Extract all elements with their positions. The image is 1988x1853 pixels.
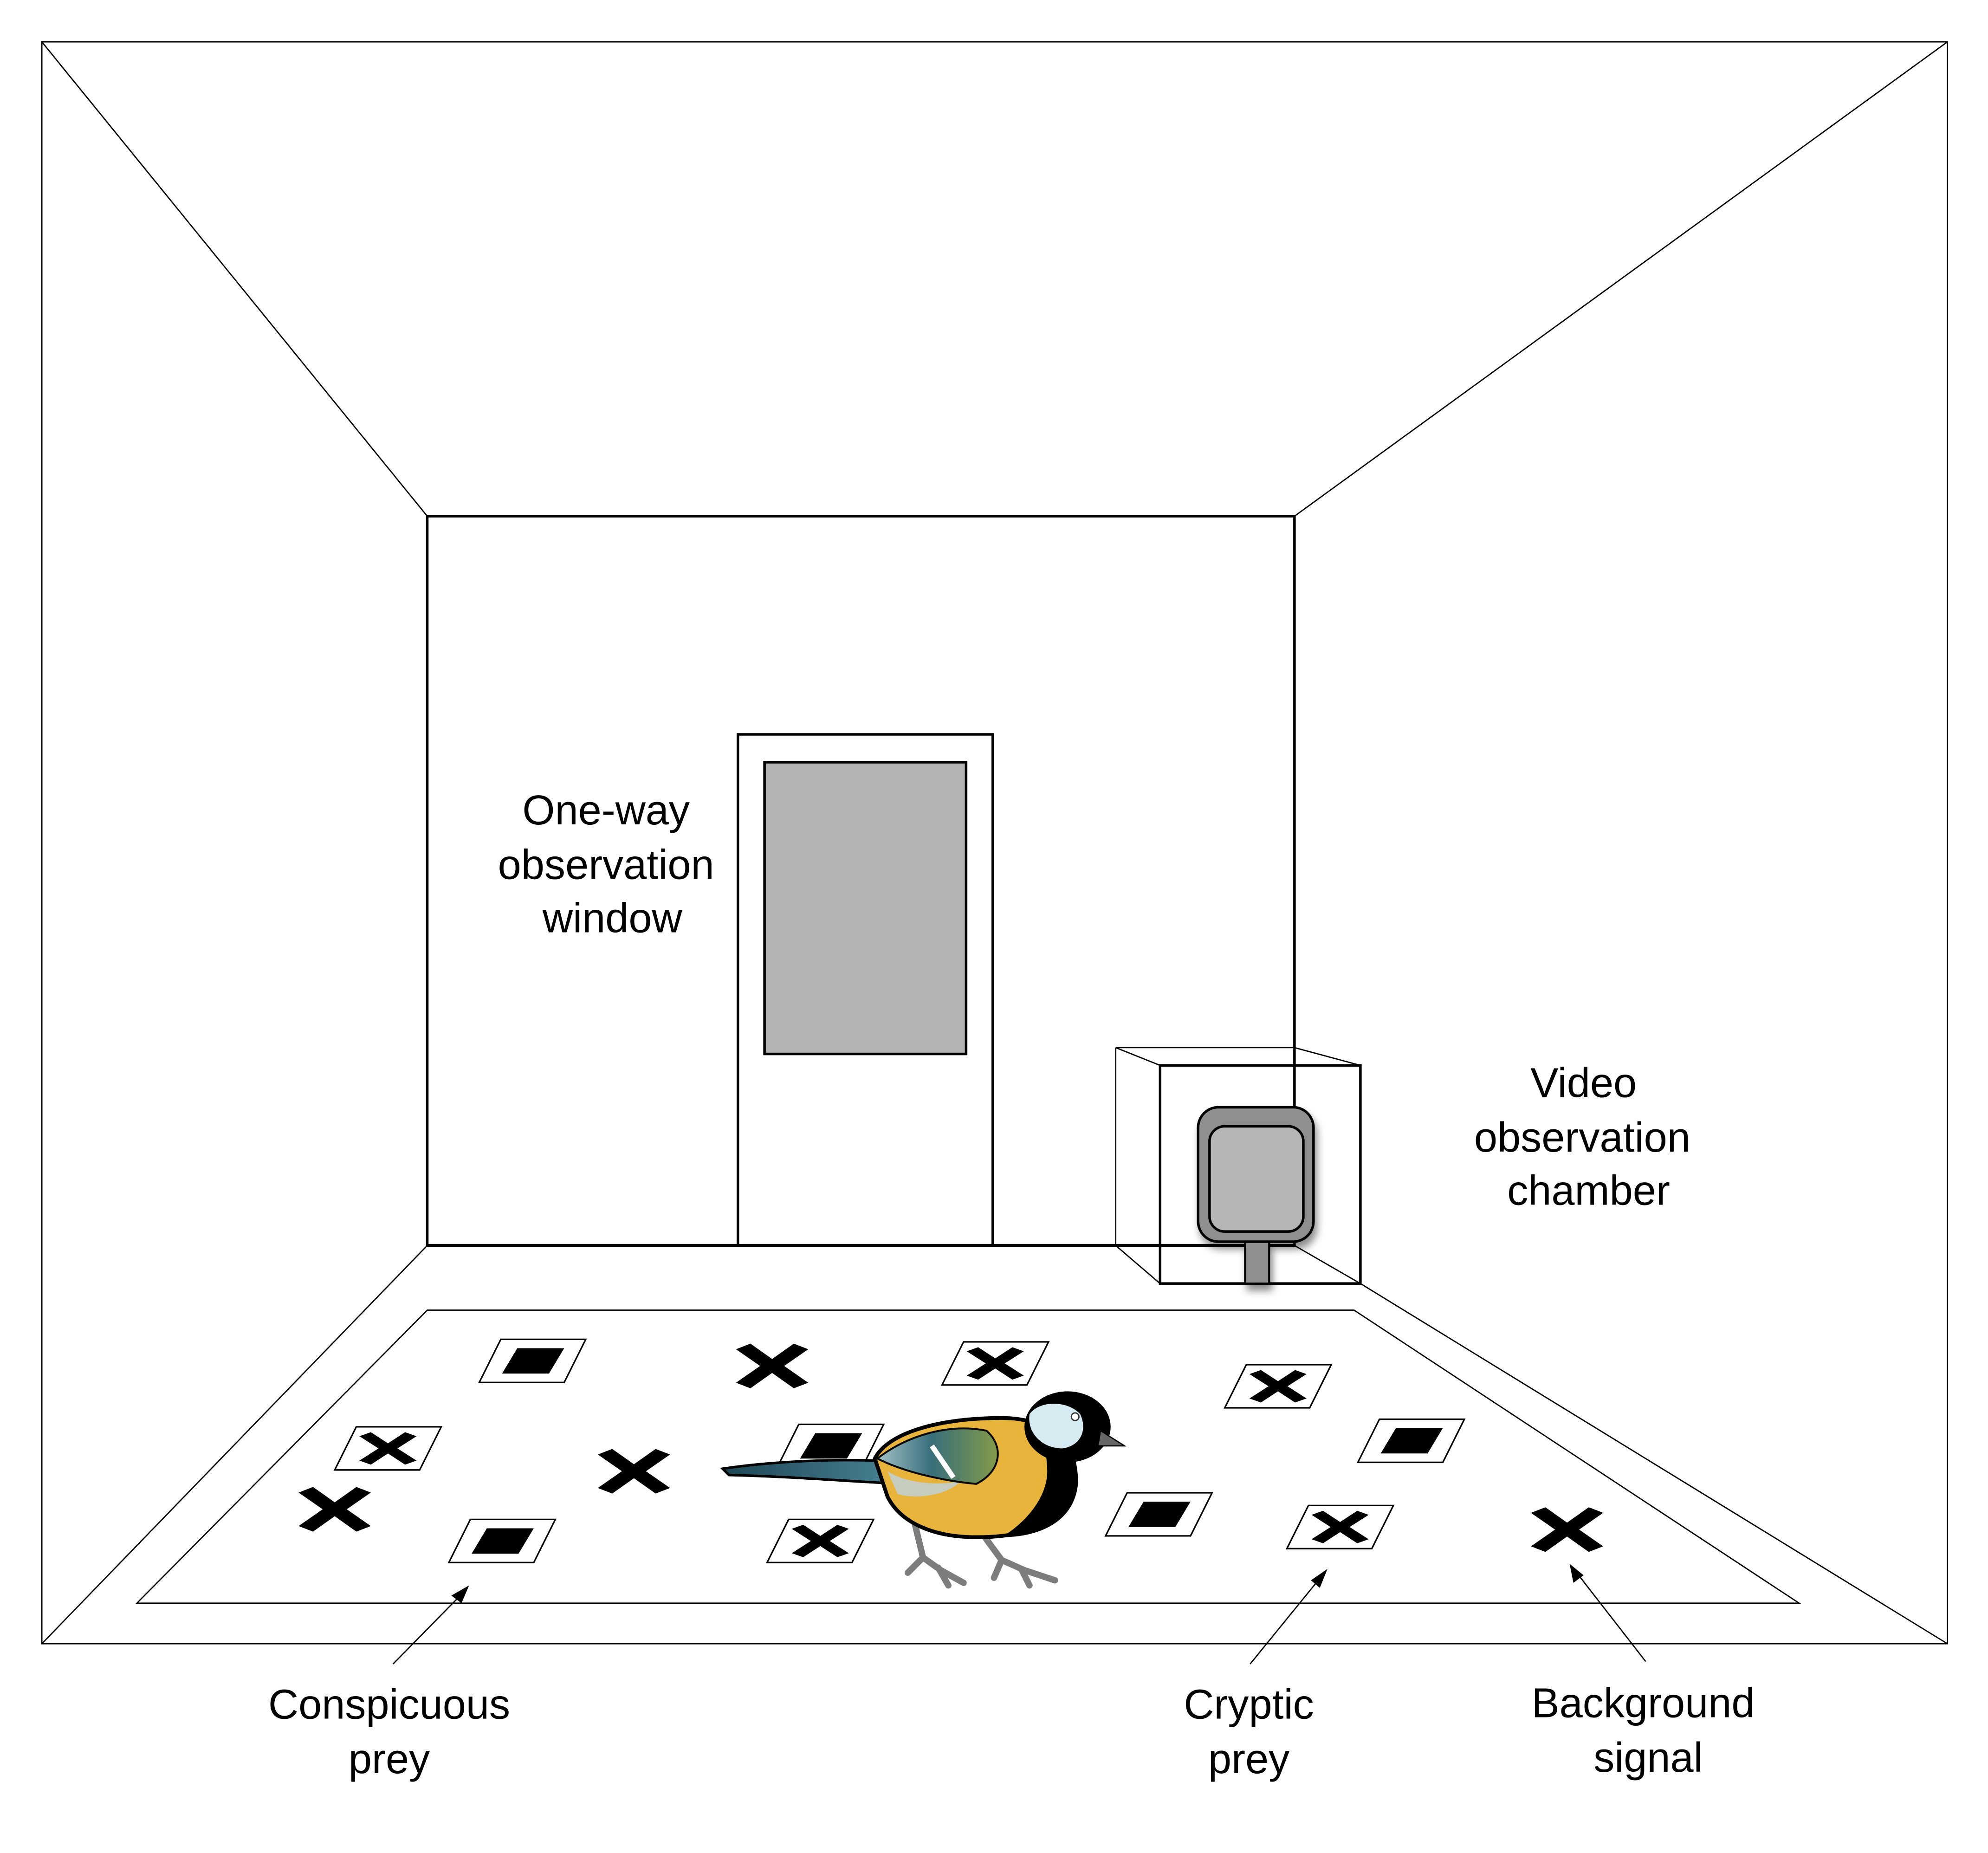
label-window-line1: One-way	[522, 787, 690, 834]
cryptic-prey	[765, 1518, 875, 1563]
label-cryptic-prey: Cryptic prey	[1184, 1681, 1314, 1782]
label-conspicuous-prey: Conspicuous prey	[268, 1681, 510, 1782]
door	[737, 733, 994, 1247]
chamber-edge-tr	[1294, 1047, 1361, 1066]
label-conspicuous-line2: prey	[349, 1736, 430, 1782]
cryptic-prey	[940, 1341, 1050, 1386]
floor-edge-left	[41, 1245, 428, 1645]
conspicuous-prey-group	[447, 1338, 1466, 1563]
background-signal	[1531, 1507, 1603, 1552]
conspicuous-prey	[1356, 1418, 1466, 1464]
background-signal	[736, 1343, 809, 1388]
arrowhead-conspicuous	[451, 1585, 469, 1603]
floor-edge-right	[1360, 1283, 1948, 1645]
arrowhead-cryptic	[1311, 1568, 1327, 1588]
label-chamber-line1: Video	[1530, 1059, 1637, 1106]
conspicuous-prey	[478, 1338, 587, 1383]
floor-mat	[135, 1309, 1801, 1604]
callout-arrows	[392, 1564, 1646, 1665]
ceiling-edge-right	[1294, 41, 1948, 517]
bird-eye	[1070, 1412, 1080, 1421]
label-conspicuous-line1: Conspicuous	[268, 1681, 510, 1728]
label-cryptic-line1: Cryptic	[1184, 1681, 1314, 1728]
arrowhead-background	[1569, 1564, 1584, 1583]
label-chamber-line3: chamber	[1507, 1167, 1670, 1214]
ceiling-edge-left	[41, 41, 428, 517]
background-signal	[298, 1487, 371, 1532]
conspicuous-prey	[1104, 1492, 1213, 1537]
video-camera	[1197, 1106, 1315, 1285]
arrow-background	[1574, 1569, 1646, 1662]
label-background-line2: signal	[1593, 1734, 1703, 1781]
label-chamber-line2: observation	[1474, 1114, 1690, 1161]
room-outline	[41, 41, 1948, 1645]
chamber-edge-bl	[1115, 1245, 1161, 1284]
bird-beak	[1097, 1429, 1127, 1447]
bird-flank	[887, 1471, 961, 1497]
cryptic-prey	[333, 1426, 443, 1471]
conspicuous-prey	[776, 1423, 885, 1468]
arrow-conspicuous	[392, 1591, 465, 1665]
cryptic-prey	[1285, 1504, 1395, 1549]
one-way-window	[763, 761, 968, 1056]
label-window-line3: window	[542, 894, 682, 941]
background-signal	[597, 1449, 670, 1494]
bird-great-tit	[720, 1391, 1127, 1589]
conspicuous-prey	[447, 1518, 557, 1563]
floor-edge-right-inner	[1294, 1245, 1361, 1284]
cryptic-prey-group	[333, 1341, 1395, 1563]
label-window-line2: observation	[498, 842, 714, 888]
camera-screen	[1208, 1125, 1305, 1233]
bird-leg-left	[904, 1512, 967, 1589]
label-cryptic-line2: prey	[1208, 1736, 1289, 1782]
arrow-cryptic	[1250, 1574, 1323, 1665]
label-one-way-window: One-way observation window	[498, 787, 714, 941]
label-video-chamber: Video observation chamber	[1474, 1059, 1690, 1214]
label-background-signal: Background signal	[1532, 1680, 1755, 1782]
bird-wing-bar	[930, 1444, 956, 1479]
cryptic-prey	[1223, 1364, 1333, 1409]
bird-cheek	[1029, 1404, 1083, 1449]
outer-frame	[41, 41, 1948, 1645]
chamber-edge-tl	[1115, 1047, 1160, 1066]
label-background-line1: Background	[1532, 1680, 1755, 1727]
video-chamber	[1115, 516, 1362, 1285]
